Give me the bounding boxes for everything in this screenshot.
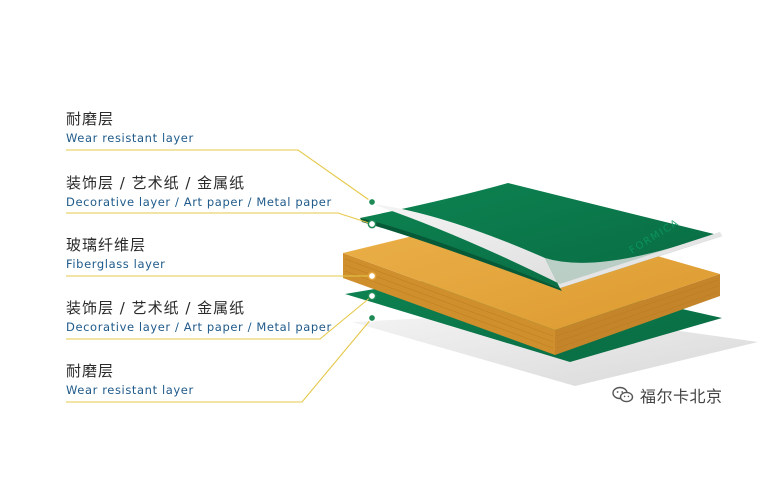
wechat-icon: [612, 386, 634, 403]
fiberglass-front-face: [343, 253, 555, 355]
label-en: Decorative layer / Art paper / Metal pap…: [66, 320, 332, 334]
top-wear-layer: [372, 204, 722, 288]
label-wear-bottom: 耐磨层 Wear resistant layer: [66, 362, 194, 398]
label-zh: 耐磨层: [66, 362, 115, 380]
label-wear-top: 耐磨层 Wear resistant layer: [66, 110, 194, 146]
fiberglass-side-face: [555, 274, 720, 355]
label-zh: 玻璃纤维层: [66, 236, 147, 254]
dot-wear-top: [367, 197, 377, 207]
label-fiberglass: 玻璃纤维层 Fiberglass layer: [66, 236, 166, 272]
label-en: Wear resistant layer: [66, 383, 194, 397]
watermark: 福尔卡北京: [612, 383, 723, 407]
label-zh: 耐磨层: [66, 110, 115, 128]
label-decorative-top: 装饰层 / 艺术纸 / 金属纸 Decorative layer / Art p…: [66, 174, 332, 210]
leader-line-1: [66, 149, 373, 203]
dot-fiberglass: [367, 271, 377, 281]
watermark-text: 福尔卡北京: [640, 387, 723, 406]
dot-decorative-bottom: [367, 291, 377, 301]
leader-line-5: [66, 317, 373, 403]
label-zh: 装饰层 / 艺术纸 / 金属纸: [66, 299, 246, 317]
leader-line-2: [66, 212, 373, 225]
fiberglass-stripes: [344, 258, 719, 349]
dot-decorative-top: [367, 219, 377, 229]
leader-line-4: [66, 295, 373, 340]
label-en: Decorative layer / Art paper / Metal pap…: [66, 195, 332, 209]
dot-wear-bottom: [367, 313, 377, 323]
label-zh: 装饰层 / 艺术纸 / 金属纸: [66, 174, 246, 192]
label-en: Fiberglass layer: [66, 257, 166, 271]
label-decorative-bottom: 装饰层 / 艺术纸 / 金属纸 Decorative layer / Art p…: [66, 299, 332, 335]
label-en: Wear resistant layer: [66, 131, 194, 145]
